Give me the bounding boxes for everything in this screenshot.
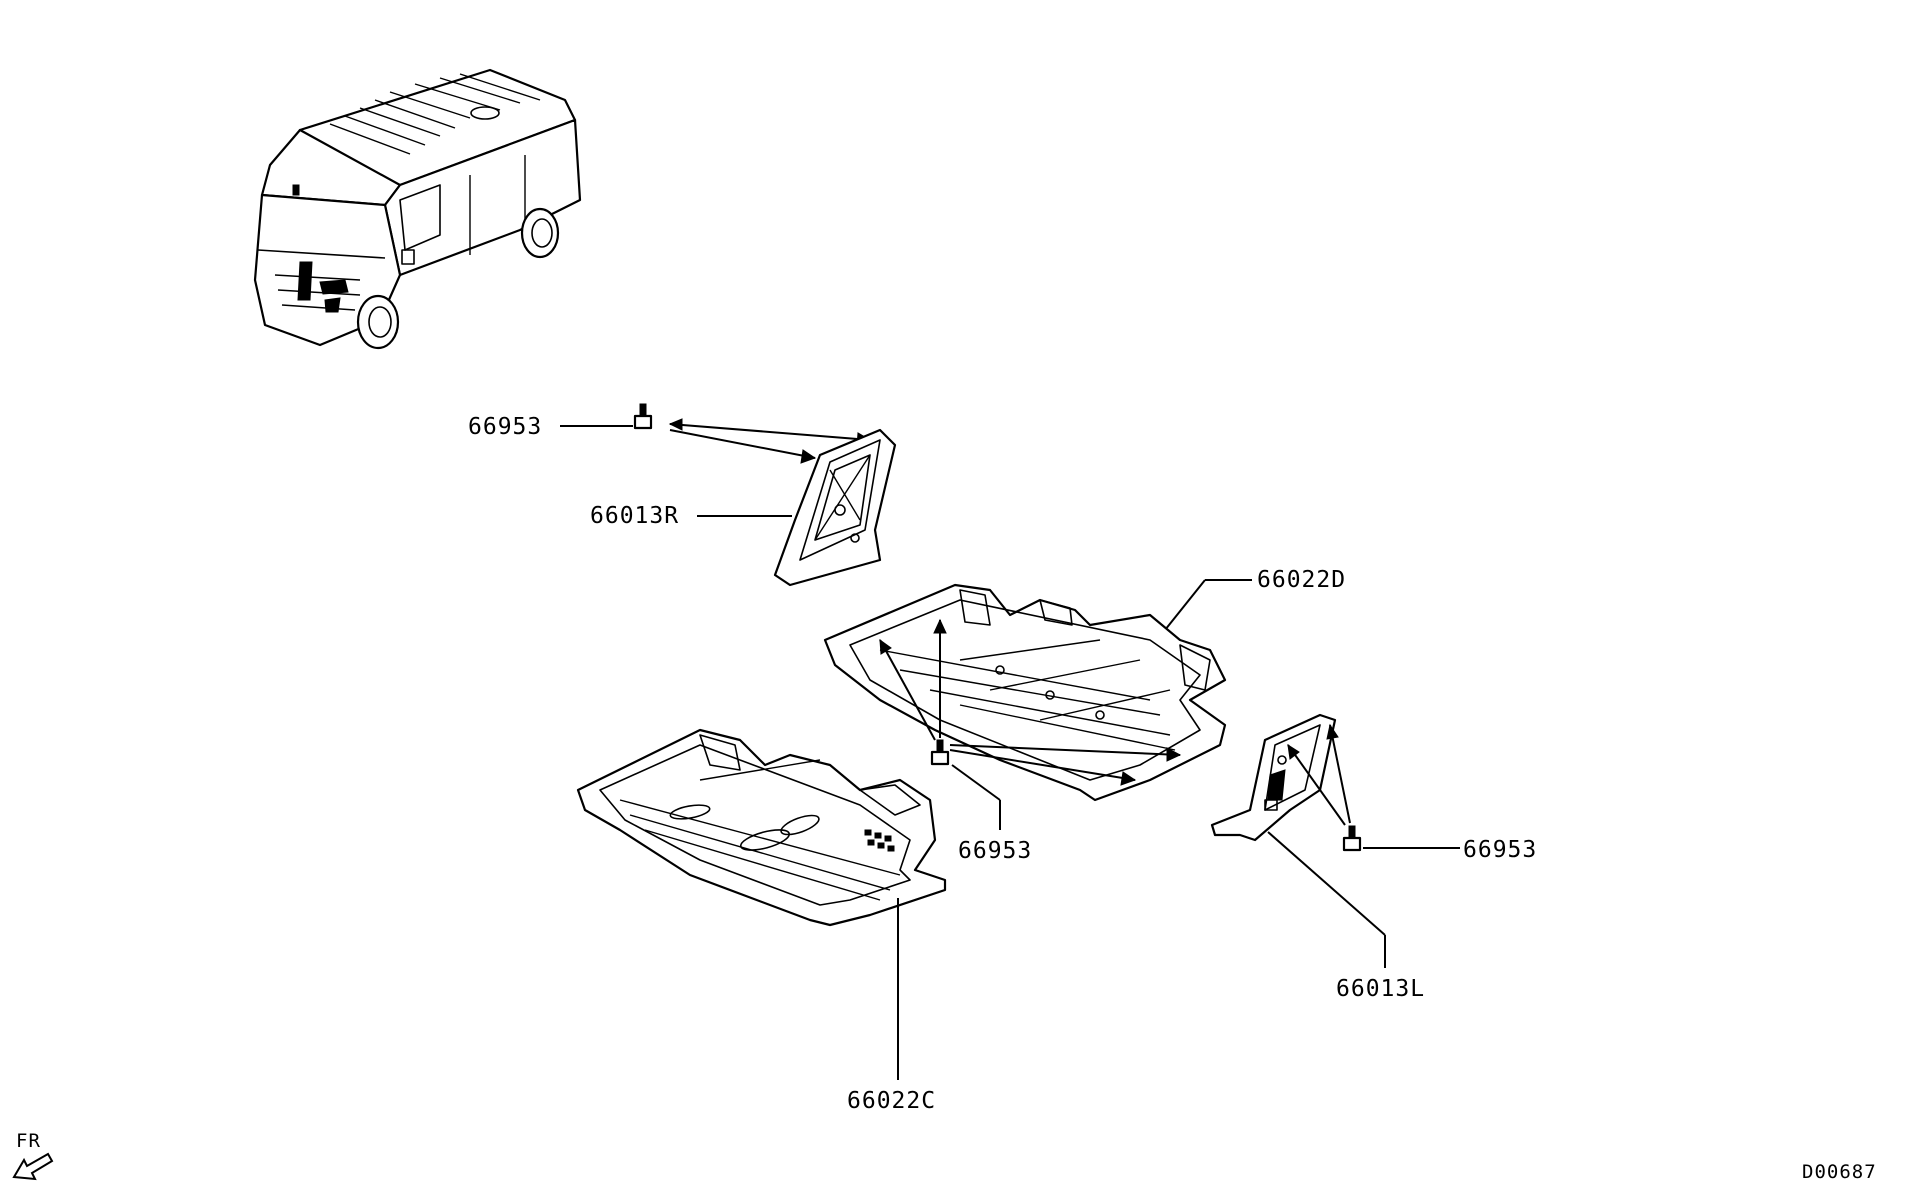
label-66022D: 66022D bbox=[1257, 567, 1346, 593]
bolt-right-icon bbox=[1342, 825, 1362, 852]
front-direction-group: FR bbox=[12, 1130, 54, 1181]
bracket-left-icon bbox=[1210, 713, 1337, 842]
bolt-center-icon bbox=[930, 739, 950, 766]
bracket-right-group: 66013R bbox=[590, 428, 897, 587]
bolt-center-group: 66953 bbox=[879, 618, 1182, 864]
bolt-top-icon bbox=[633, 403, 653, 430]
cover-rear-icon bbox=[823, 583, 1227, 802]
label-66953-right: 66953 bbox=[1463, 837, 1537, 863]
front-direction-label: FR bbox=[16, 1130, 41, 1152]
label-66013R: 66013R bbox=[590, 503, 679, 529]
bolt-top-group: 66953 bbox=[468, 403, 872, 464]
bolt-right-group: 66953 bbox=[1342, 825, 1537, 863]
van-overview-icon bbox=[253, 68, 582, 350]
bracket-left-group: 66013L bbox=[1210, 713, 1425, 1002]
label-66022C: 66022C bbox=[847, 1088, 936, 1114]
bracket-right-icon bbox=[773, 428, 897, 587]
cover-front-group: 66022C bbox=[576, 728, 947, 1114]
label-66013L: 66013L bbox=[1336, 976, 1425, 1002]
cover-front-icon bbox=[576, 728, 947, 927]
diagram-code: D00687 bbox=[1802, 1161, 1877, 1183]
label-66953-top: 66953 bbox=[468, 414, 542, 440]
cover-rear-group: 66022D bbox=[823, 567, 1346, 802]
front-direction-arrow-icon bbox=[12, 1152, 54, 1181]
label-66953-center: 66953 bbox=[958, 838, 1032, 864]
